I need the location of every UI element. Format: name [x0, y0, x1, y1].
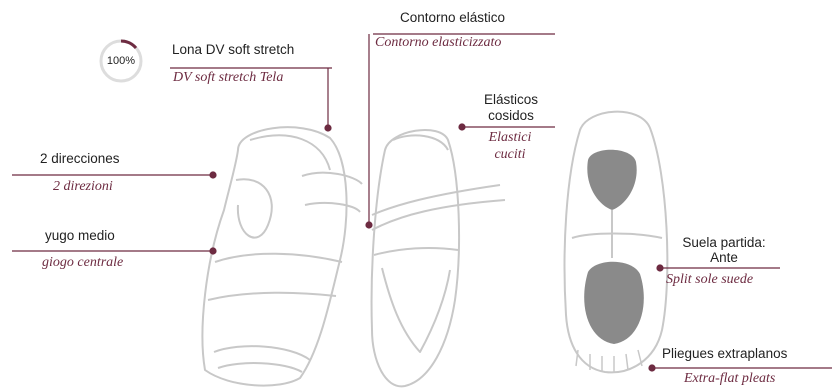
- label-pliegues-es: Pliegues extraplanos: [662, 346, 787, 361]
- label-suela-es-1: Suela partida:: [663, 235, 785, 250]
- label-elasticos-it-1: Elastici: [475, 130, 545, 146]
- shoe-front-view: [372, 130, 505, 386]
- label-pliegues-it: Extra-flat pleats: [684, 371, 775, 387]
- label-suela-es-2: Ante: [663, 250, 785, 265]
- label-contorno-it: Contorno elasticizzato: [375, 35, 501, 51]
- label-lona-it: DV soft stretch Tela: [173, 70, 283, 86]
- label-elasticos-es-1: Elásticos: [470, 92, 552, 107]
- label-suela-it: Split sole suede: [666, 272, 753, 288]
- leader-lines: [12, 34, 832, 371]
- label-direcciones-es: 2 direcciones: [40, 151, 120, 166]
- shoe-sole-view: [565, 112, 668, 373]
- percent-badge: 100%: [99, 39, 143, 83]
- label-elasticos-es-2: cosidos: [470, 108, 552, 123]
- label-elasticos-it-2: cuciti: [475, 147, 545, 163]
- label-contorno-es: Contorno elástico: [400, 10, 505, 25]
- label-yugo-it: giogo centrale: [42, 255, 123, 271]
- label-direcciones-it: 2 direzioni: [53, 179, 113, 195]
- label-lona-es: Lona DV soft stretch: [172, 42, 294, 57]
- label-yugo-es: yugo medio: [45, 228, 115, 243]
- shoe-side-view: [202, 127, 362, 385]
